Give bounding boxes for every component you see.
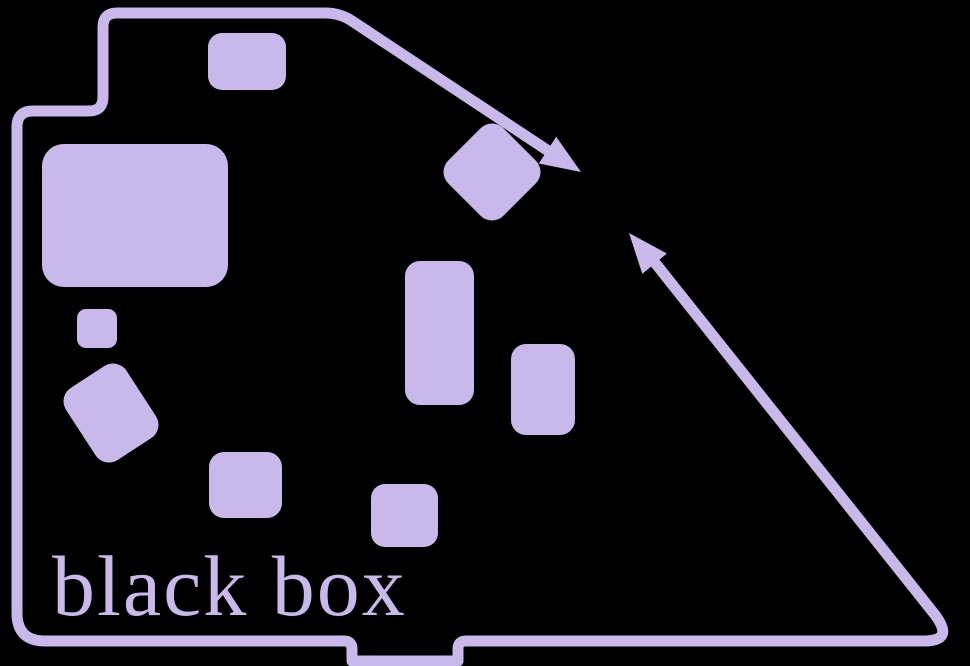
wordmark: black box: [52, 538, 407, 634]
block-mid-small: [511, 344, 575, 435]
block-bottom-left: [209, 452, 282, 518]
block-diamond: [443, 123, 541, 221]
block-tiny: [77, 309, 117, 348]
block-bottom-mid: [371, 484, 438, 547]
block-large: [42, 144, 228, 287]
frame-outline: [11, 7, 949, 666]
arrow-up-left-icon: [629, 233, 667, 274]
arrow-down-right-icon: [538, 136, 581, 172]
block-top-small: [208, 33, 286, 90]
block-tilted-left: [63, 363, 159, 463]
block-tall: [405, 261, 474, 405]
